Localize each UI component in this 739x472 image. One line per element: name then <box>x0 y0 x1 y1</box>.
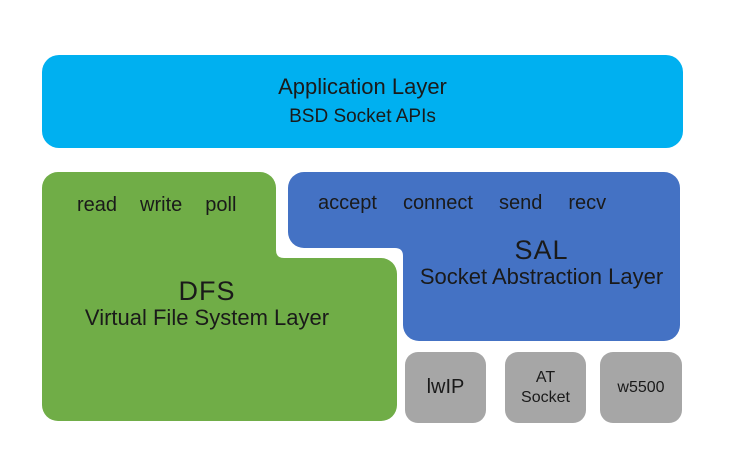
sal-function-send: send <box>499 192 543 214</box>
dfs-acronym: DFS <box>178 276 236 306</box>
component-at-socket: AT Socket <box>505 352 586 423</box>
sal-acronym: SAL <box>514 235 569 265</box>
application-layer-subtitle: BSD Socket APIs <box>289 105 436 127</box>
application-layer-box: Application Layer BSD Socket APIs <box>42 55 683 148</box>
component-lwip: lwIP <box>405 352 486 423</box>
sal-layer-title-block: SAL Socket Abstraction Layer <box>403 236 680 291</box>
sal-function-accept: accept <box>318 192 377 214</box>
dfs-layer-name: Virtual File System Layer <box>84 305 330 331</box>
sal-function-list: accept connect send recv <box>318 192 606 215</box>
component-at-socket-label-line2: Socket <box>521 388 570 406</box>
component-w5500: w5500 <box>600 352 682 423</box>
dfs-layer-title-block: DFS Virtual File System Layer <box>42 277 372 332</box>
component-at-socket-label-line1: AT <box>535 369 556 387</box>
dfs-function-poll: poll <box>205 194 237 216</box>
dfs-function-read: read <box>77 194 118 216</box>
sal-function-connect: connect <box>402 192 473 214</box>
dfs-layer-shape <box>42 172 397 421</box>
component-lwip-label: lwIP <box>426 376 465 398</box>
dfs-function-list: read write poll <box>77 194 236 217</box>
application-layer-title: Application Layer <box>278 74 447 100</box>
sal-layer-name: Socket Abstraction Layer <box>419 264 664 290</box>
sal-layer-shape <box>288 172 680 341</box>
dfs-function-write: write <box>140 194 183 216</box>
component-w5500-label: w5500 <box>617 378 665 396</box>
sal-function-recv: recv <box>568 192 607 214</box>
